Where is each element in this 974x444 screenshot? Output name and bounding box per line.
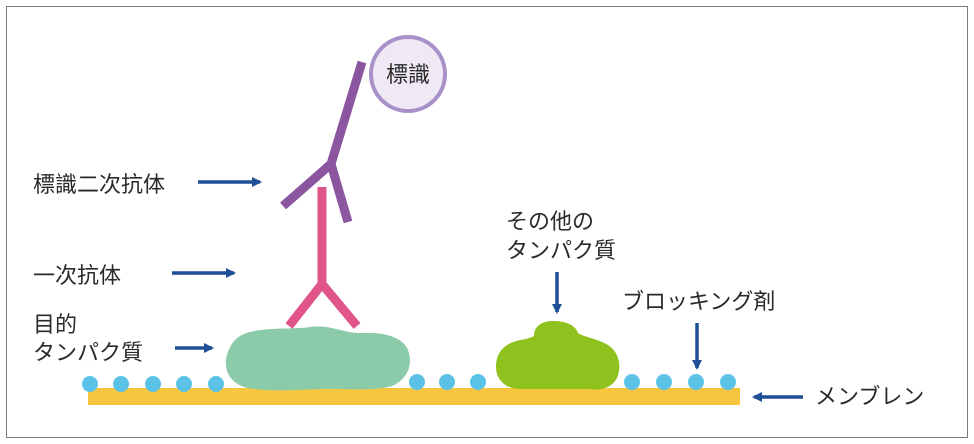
blocking-dot xyxy=(656,374,672,390)
blocking-dot xyxy=(176,376,192,392)
blocking-agent-label: ブロッキング剤 xyxy=(622,290,775,315)
blocking-dot xyxy=(439,374,455,390)
label-circle-text: 標識 xyxy=(386,63,430,88)
membrane-bar xyxy=(88,388,740,405)
blocking-dot xyxy=(208,376,224,392)
target-protein-label-line2: タンパク質 xyxy=(33,341,143,366)
blocking-dot xyxy=(688,374,704,390)
diagram-frame xyxy=(6,6,968,438)
membrane-label: メンブレン xyxy=(815,385,924,410)
label-circle xyxy=(369,35,447,113)
blocking-dot xyxy=(720,374,736,390)
secondary-antibody xyxy=(280,60,367,224)
primary-antibody xyxy=(285,187,361,329)
blocking-agent-dots xyxy=(82,374,736,392)
other-protein-label-line1: その他の xyxy=(506,210,594,235)
primary-antibody-label: 一次抗体 xyxy=(33,264,121,289)
other-protein-label-line2: タンパク質 xyxy=(506,239,616,264)
blocking-dot xyxy=(145,376,161,392)
blocking-dot xyxy=(624,374,640,390)
target-protein-shape xyxy=(225,326,411,391)
target-protein-label-line1: 目的 xyxy=(33,313,77,338)
secondary-antibody-label: 標識二次抗体 xyxy=(33,173,165,198)
blocking-dot xyxy=(470,374,486,390)
blocking-dot xyxy=(113,376,129,392)
other-protein-shape xyxy=(496,321,620,390)
blocking-dot xyxy=(409,374,425,390)
blocking-dot xyxy=(82,376,98,392)
